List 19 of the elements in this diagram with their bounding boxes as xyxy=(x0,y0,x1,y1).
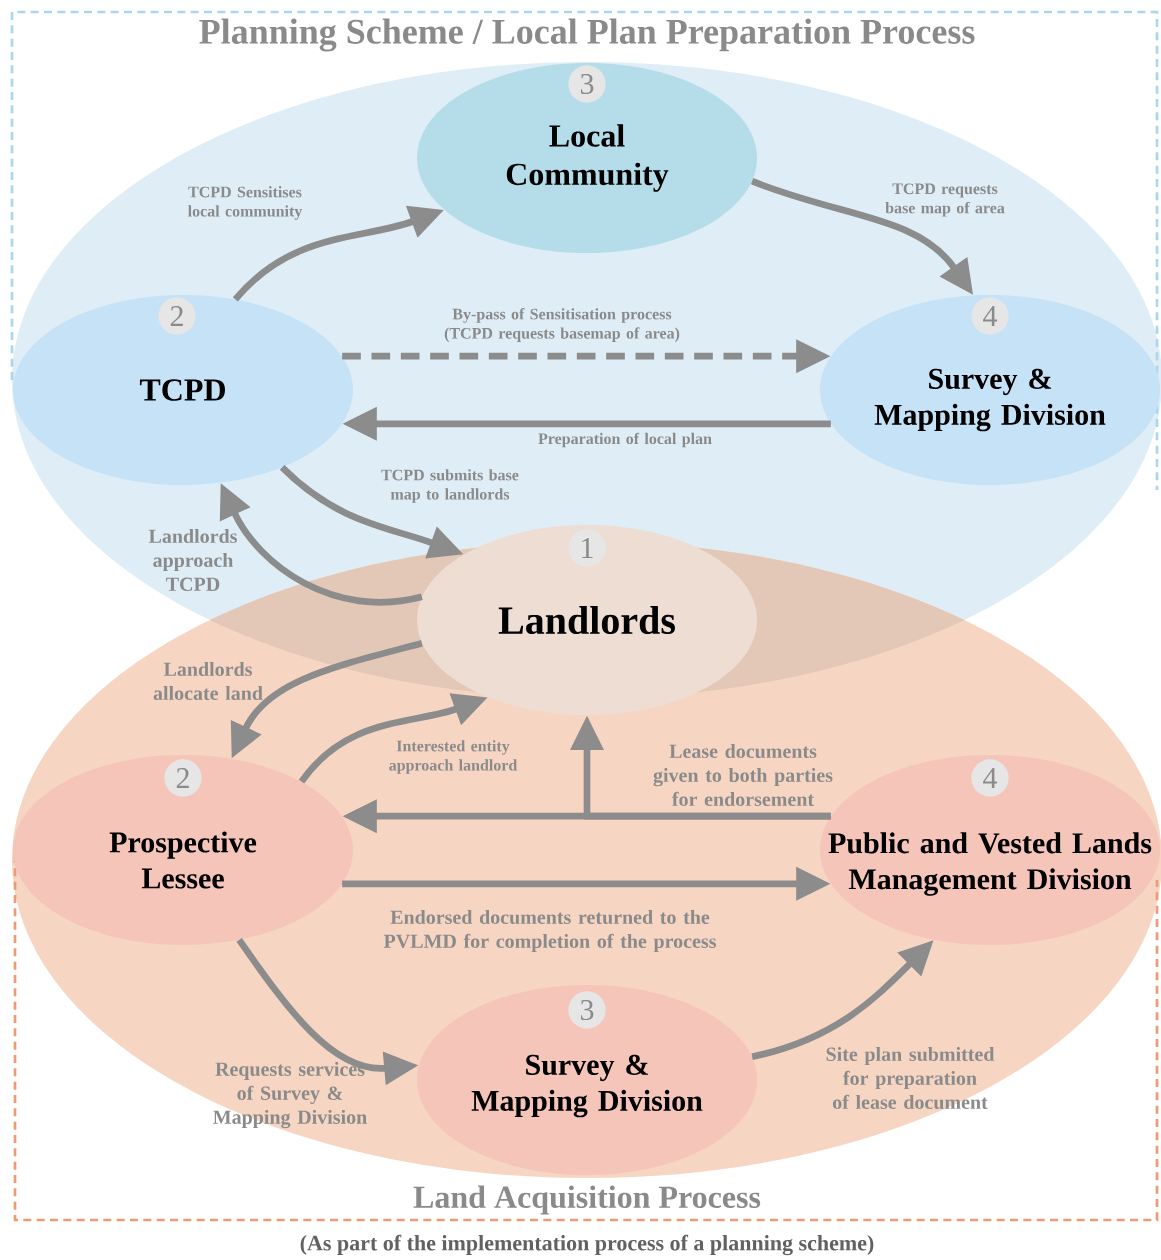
edge-label: Landlords approach TCPD xyxy=(148,529,237,592)
number-badge: 4 xyxy=(971,297,1009,335)
edge-label: By-pass of Sensitisation process (TCPD requests basemap of area) xyxy=(444,308,680,342)
number-badge: 2 xyxy=(164,759,202,797)
edge-label: Endorsed documents returned to the PVLMD for completion of the process xyxy=(383,909,716,953)
number-badge: 4 xyxy=(971,759,1009,797)
number-badge: 1 xyxy=(568,529,606,567)
edge-label: Interested entity approach landlord xyxy=(389,740,518,774)
edge-label: TCPD submits base map to landlords xyxy=(381,469,519,503)
edge-label: TCPD requests base map of area xyxy=(885,183,1005,217)
edge-label: Preparation of local plan xyxy=(538,432,712,448)
number-badge: 2 xyxy=(158,297,196,335)
number-badge: 3 xyxy=(568,991,606,1029)
section-title: Land Acquisition Process xyxy=(413,1185,761,1215)
number-badge: 3 xyxy=(568,65,606,103)
caption: (As part of the implementation process of a planning scheme) xyxy=(300,1234,874,1256)
section-title: Planning Scheme / Local Plan Preparation Process xyxy=(199,18,975,52)
edge-label: TCPD Sensitises local community xyxy=(188,186,303,220)
edge-label: Landlords allocate land xyxy=(153,662,263,701)
